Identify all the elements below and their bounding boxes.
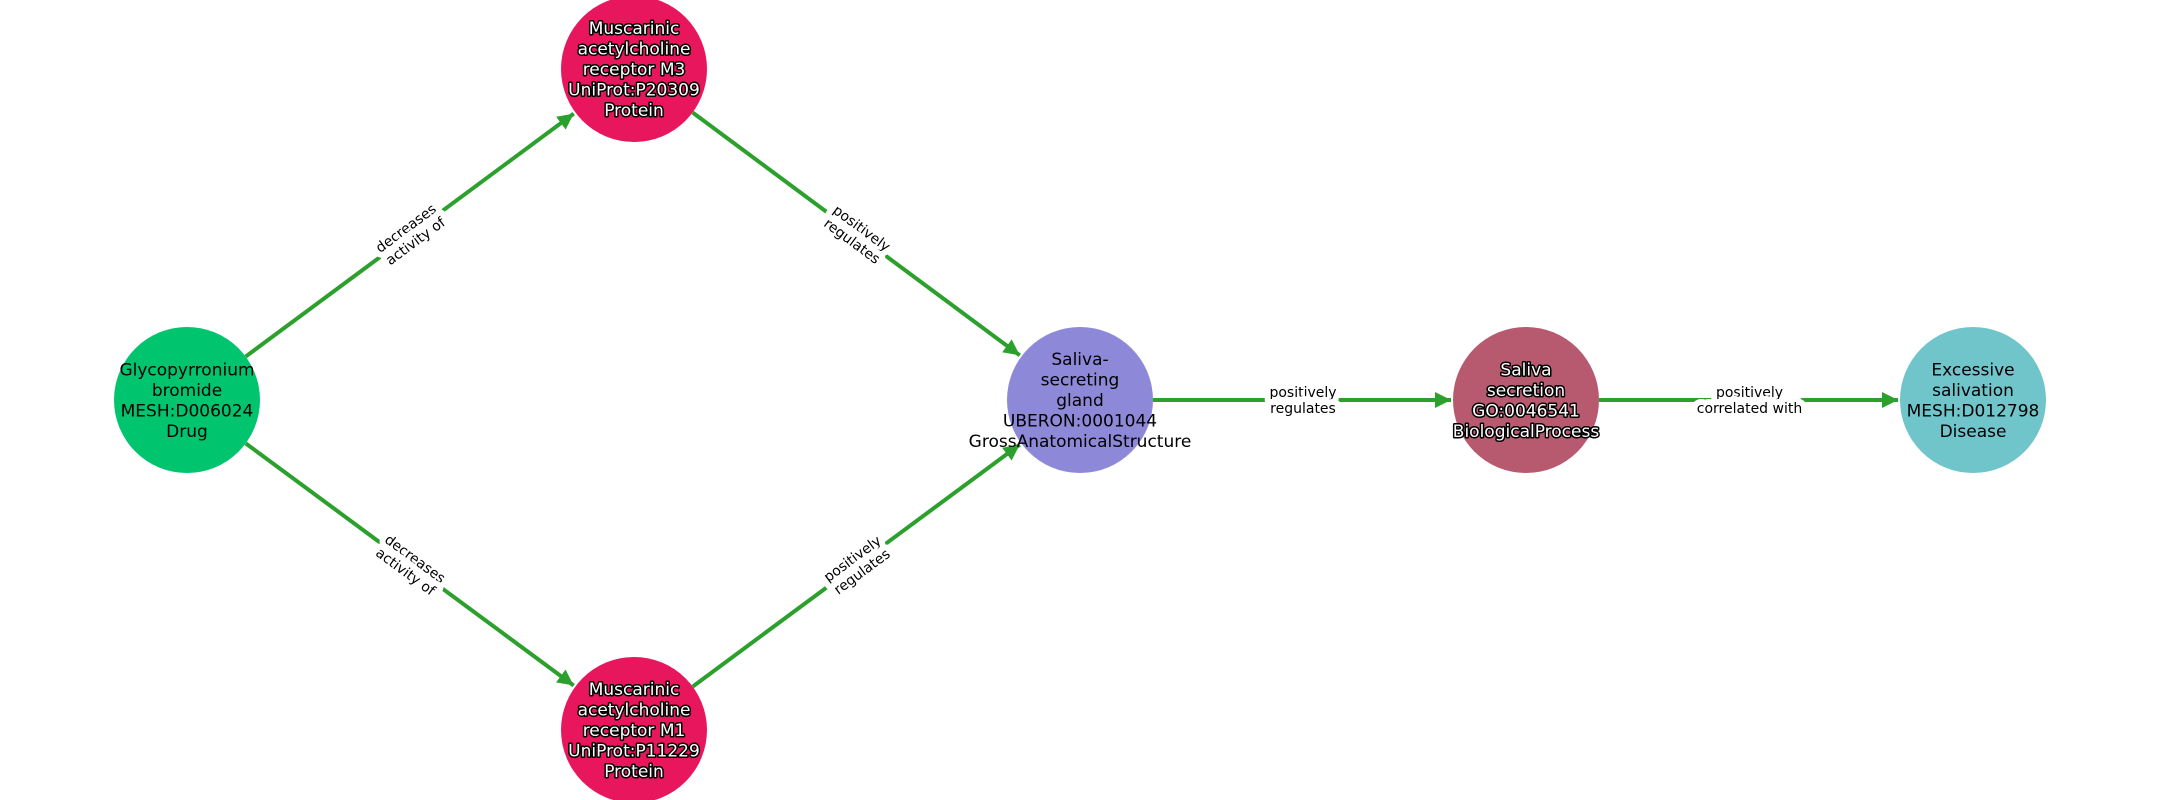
node-circle[interactable] <box>561 657 707 800</box>
edge-m1-gland <box>691 443 1021 689</box>
node-circle[interactable] <box>1900 327 2046 473</box>
node-circle[interactable] <box>114 327 260 473</box>
edge-glyco-m1 <box>244 441 575 688</box>
edge-label: positivelyregulates <box>821 533 894 599</box>
edge-m3-gland <box>691 110 1021 357</box>
node-circle[interactable] <box>1453 327 1599 473</box>
edge-glyco-m3 <box>244 112 575 359</box>
node-circle[interactable] <box>1007 327 1153 473</box>
node-circle[interactable] <box>561 0 707 142</box>
edge-label: decreasesactivity of <box>373 201 449 269</box>
edge-label: positivelyregulates <box>820 202 893 268</box>
edge-label: decreasesactivity of <box>372 532 448 600</box>
